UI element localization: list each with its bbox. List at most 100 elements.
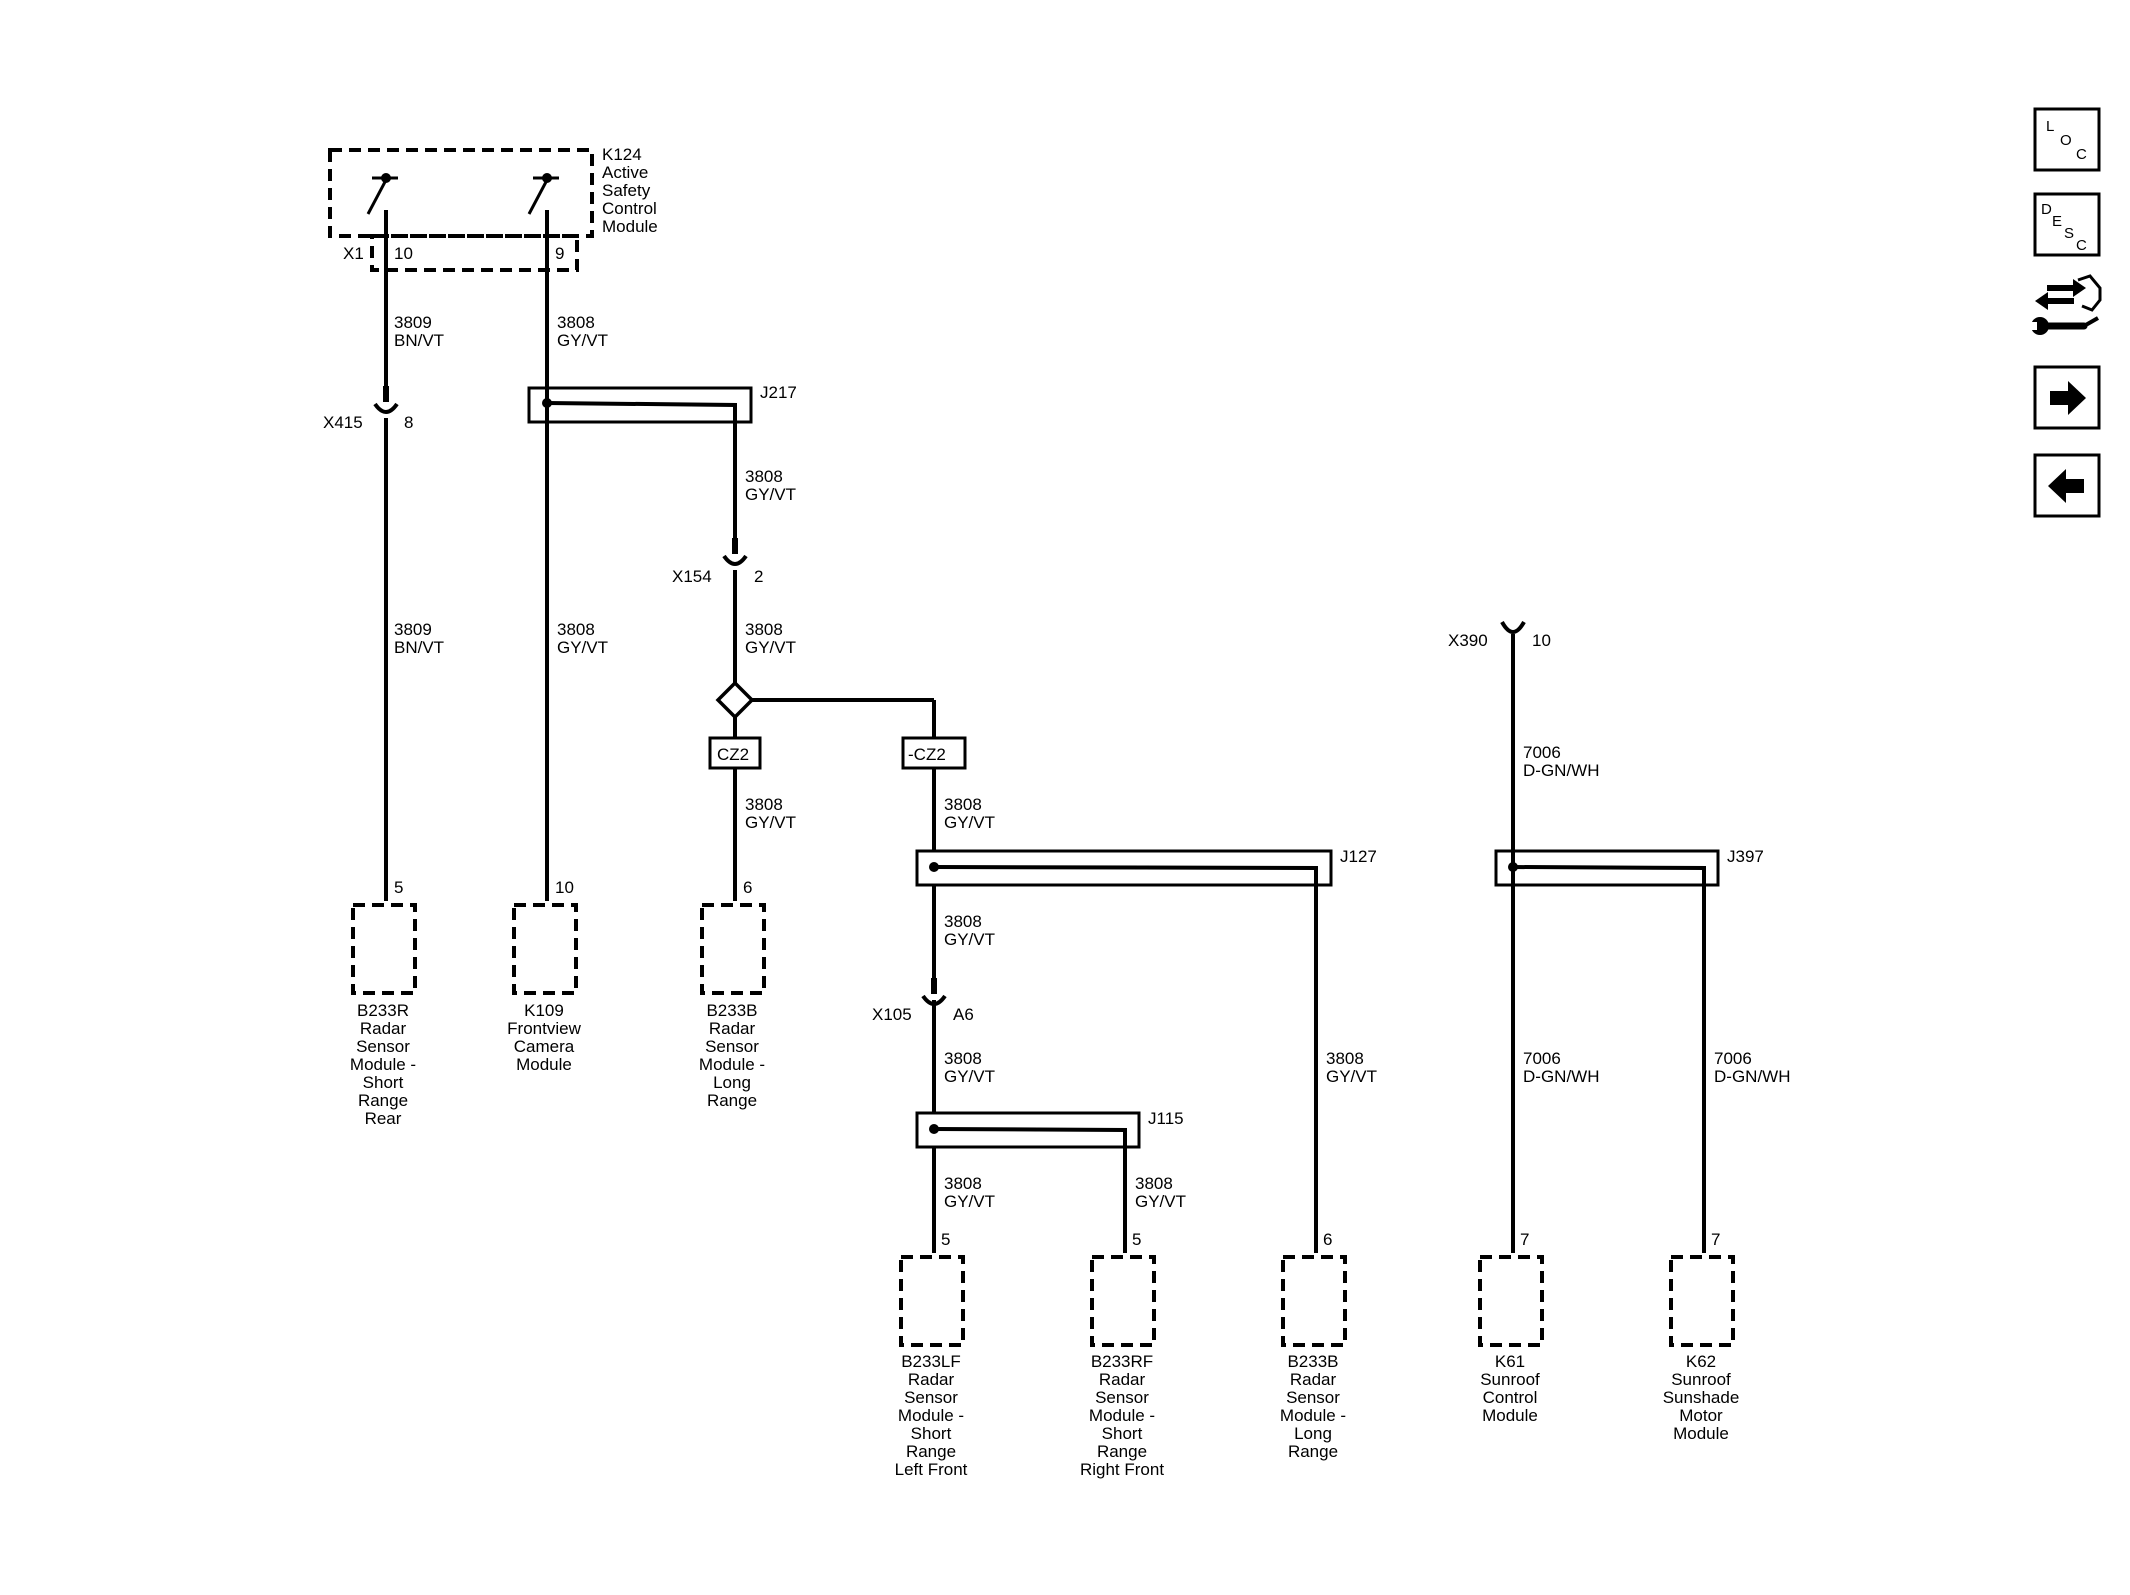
component-desc: Sunroof [1671,1370,1731,1389]
wire-3808-number: 3808 [944,795,982,814]
component-pin: 5 [1132,1230,1141,1249]
wire-3808-color: GY/VT [745,638,796,657]
description-button[interactable]: D E S C [2033,192,2101,257]
option-cz2-branch[interactable]: CZ2 3808 GY/VT [708,717,796,901]
component-desc: Sunshade [1663,1388,1740,1407]
component-desc: Long [713,1073,751,1092]
connector-tool-icon[interactable] [2030,274,2102,335]
component-pin: 7 [1520,1230,1529,1249]
component-desc: Module - [350,1055,416,1074]
location-button[interactable]: L O C [2033,107,2101,172]
circuit-3808-b233b-bottom[interactable]: 3808 GY/VT [1314,885,1377,1253]
component-desc: Radar [1099,1370,1146,1389]
component-desc: Module [1673,1424,1729,1443]
component-b233lf[interactable]: 5 B233LF Radar Sensor Module - Short Ran… [895,1230,968,1479]
k124-connector-label: X1 [343,244,364,263]
wire-3809-number: 3809 [394,313,432,332]
circuit-3808-b233lf[interactable]: 3808 GY/VT [932,1147,995,1253]
component-desc: Module - [898,1406,964,1425]
desc-letter-d: D [2041,201,2052,218]
k124-desc-1: Active [602,163,648,182]
previous-page-button[interactable] [2033,453,2101,518]
wire-3808-number: 3808 [557,313,595,332]
connector-x105[interactable]: X105 A6 [872,978,974,1024]
component-b233rf[interactable]: 5 B233RF Radar Sensor Module - Short Ran… [1080,1230,1164,1479]
wire-3808-color: GY/VT [557,331,608,350]
x154-label: X154 [672,567,712,586]
component-desc: Short [363,1073,404,1092]
component-k61[interactable]: 7 K61 Sunroof Control Module [1478,1230,1544,1425]
component-b233r[interactable]: 5 B233R Radar Sensor Module - Short Rang… [350,878,417,1128]
k124-pin-9: 9 [555,244,564,263]
component-desc: Sensor [904,1388,958,1407]
component-desc: Sensor [356,1037,410,1056]
splice-diamond[interactable] [715,680,936,738]
connector-x154[interactable]: X154 2 [672,538,763,586]
not-cz2-label: -CZ2 [908,745,946,764]
circuit-3808-b233rf[interactable]: 3808 GY/VT [1123,1147,1186,1253]
wire-3808-number: 3808 [944,1174,982,1193]
component-k109[interactable]: 10 K109 Frontview Camera Module [507,878,581,1074]
component-desc: Radar [1290,1370,1337,1389]
circuit-7006-k62[interactable]: 7006 D-GN/WH [1702,885,1790,1253]
component-desc: Short [911,1424,952,1443]
k124-desc-2: Safety [602,181,651,200]
component-desc: Module - [1089,1406,1155,1425]
desc-letter-s: S [2064,225,2074,242]
component-name: B233LF [901,1352,961,1371]
splice-j127[interactable]: J127 [915,847,1377,887]
wire-7006-number: 7006 [1714,1049,1752,1068]
component-name: K62 [1686,1352,1716,1371]
component-b233b-bottom[interactable]: 6 B233B Radar Sensor Module - Long Range [1280,1230,1347,1461]
circuit-3808-x154[interactable]: 3808 GY/VT 3808 GY/VT [733,422,796,686]
circuit-3808-k109[interactable]: 3808 GY/VT 3808 GY/VT [545,236,608,901]
component-desc: Left Front [895,1460,968,1479]
wire-3808-number: 3808 [745,795,783,814]
component-desc: Range [358,1091,408,1110]
component-desc: Short [1102,1424,1143,1443]
component-name: K61 [1495,1352,1525,1371]
component-b233b-top[interactable]: 6 B233B Radar Sensor Module - Long Range [699,878,766,1110]
wire-7006-number: 7006 [1523,1049,1561,1068]
circuit-3809[interactable]: 3809 BN/VT 3809 BN/VT [384,236,444,901]
circuit-7006[interactable]: 7006 D-GN/WH 7006 D-GN/WH [1511,634,1599,1253]
component-pin: 10 [555,878,574,897]
x105-label: X105 [872,1005,912,1024]
splice-j115[interactable]: J115 [915,1109,1184,1149]
component-desc: Radar [360,1019,407,1038]
connector-x415[interactable]: X415 8 [323,386,413,432]
wire-3808-color: GY/VT [745,813,796,832]
option-not-cz2-branch[interactable]: -CZ2 3808 GY/VT [901,736,995,851]
k124-module[interactable]: K124 Active Safety Control Module X1 10 … [328,145,658,272]
component-desc: Camera [514,1037,575,1056]
component-pin: 5 [941,1230,950,1249]
x105-pin: A6 [953,1005,974,1024]
splice-j397[interactable]: J397 [1494,847,1764,887]
component-name: B233RF [1091,1352,1153,1371]
circuit-3808-x105[interactable]: 3808 GY/VT 3808 GY/VT [932,885,995,1113]
x390-pin: 10 [1532,631,1551,650]
component-desc: Range [707,1091,757,1110]
desc-letter-c: C [2076,237,2087,254]
component-desc: Frontview [507,1019,581,1038]
component-desc: Range [1097,1442,1147,1461]
wire-3808-color: GY/VT [1326,1067,1377,1086]
component-pin: 7 [1711,1230,1720,1249]
component-desc: Range [1288,1442,1338,1461]
component-desc: Module [516,1055,572,1074]
k124-desc-3: Control [602,199,657,218]
next-page-button[interactable] [2033,365,2101,430]
connector-x390[interactable]: X390 10 [1448,620,1551,650]
splice-j217[interactable]: J217 [527,383,797,424]
component-desc: Sensor [1095,1388,1149,1407]
desc-letter-e: E [2052,213,2062,230]
component-k62[interactable]: 7 K62 Sunroof Sunshade Motor Module [1663,1230,1740,1443]
wire-3808-number: 3808 [557,620,595,639]
component-desc: Radar [908,1370,955,1389]
wire-3808-color: GY/VT [1135,1192,1186,1211]
component-desc: Long [1294,1424,1332,1443]
component-pin: 5 [394,878,403,897]
x390-label: X390 [1448,631,1488,650]
